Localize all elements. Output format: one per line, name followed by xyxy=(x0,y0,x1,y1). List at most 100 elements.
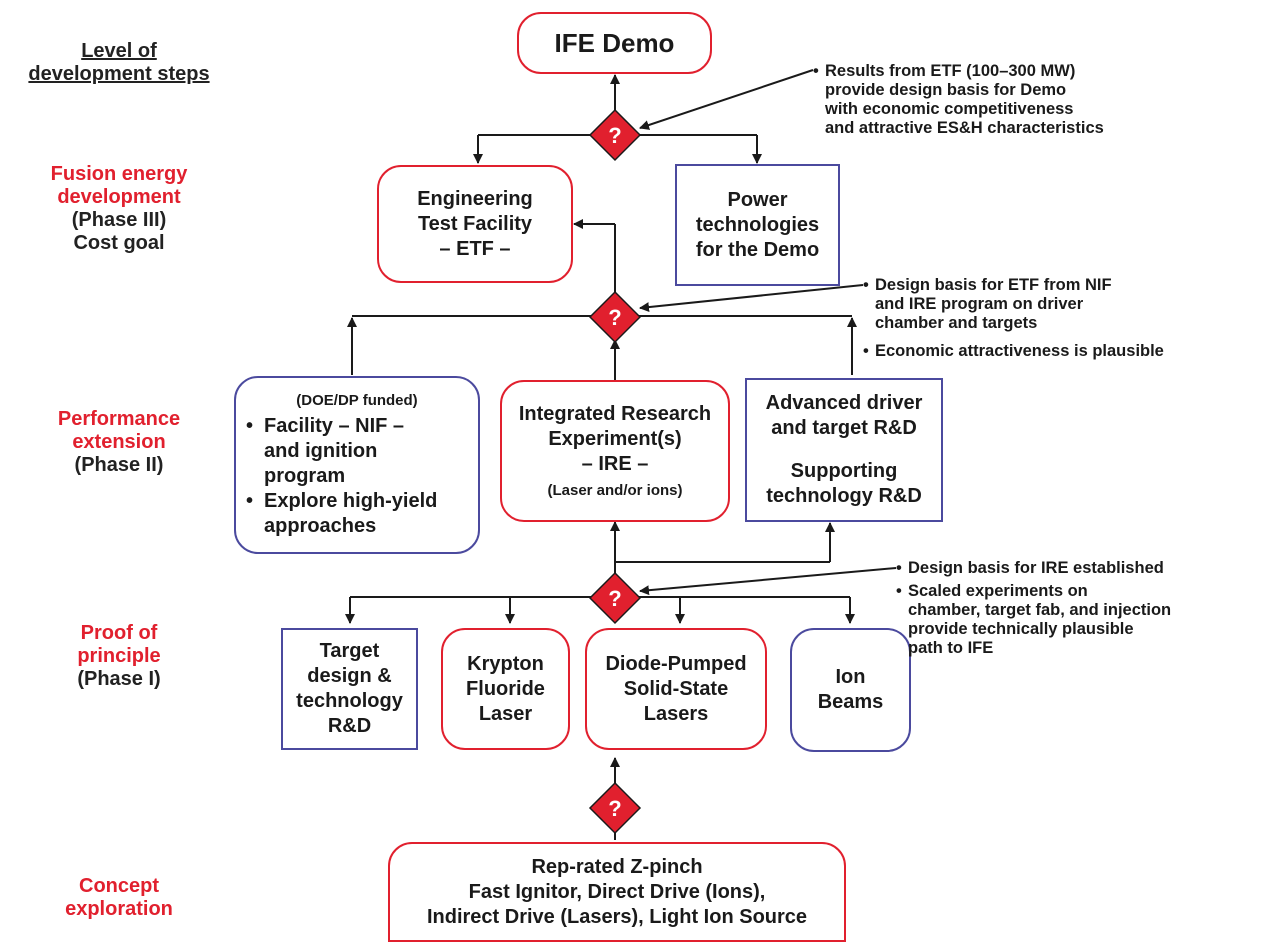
annotation-line: provide technically plausible xyxy=(908,620,1134,638)
annotation-item: • Economic attractiveness is plausible xyxy=(863,342,1263,361)
svg-text:?: ? xyxy=(608,123,621,148)
annotation-line: chamber and targets xyxy=(875,314,1038,332)
annotation-line: provide design basis for Demo xyxy=(825,81,1067,99)
ion-beams-box: Ion Beams xyxy=(790,628,911,752)
annotation-line: and attractive ES&H characteristics xyxy=(825,119,1104,137)
level-phase1-title: principle xyxy=(77,645,161,667)
annotation-line: with economic competitiveness xyxy=(825,100,1074,118)
annotation-line: Design basis for IRE established xyxy=(908,559,1164,577)
annotation-line: Scaled experiments on xyxy=(908,582,1088,600)
advanced-line: and target R&D xyxy=(771,417,917,439)
level-concept-title: exploration xyxy=(65,898,173,920)
ion-line: Ion xyxy=(835,666,866,688)
concept-line: Fast Ignitor, Direct Drive (Ions), xyxy=(468,880,766,903)
level-phase2-phase: (Phase II) xyxy=(74,454,164,476)
ire-box: Integrated Research Experiment(s) – IRE … xyxy=(500,380,730,522)
advanced-rd-box: Advanced driver and target R&D Supportin… xyxy=(745,378,943,522)
level-phase2-title: extension xyxy=(72,431,166,453)
concept-line: Rep-rated Z-pinch xyxy=(531,855,703,878)
ire-line: – IRE – xyxy=(581,453,649,475)
bullet-icon: • xyxy=(863,276,869,294)
ire-line: Experiment(s) xyxy=(548,428,682,450)
decision-diamond-ire: ? xyxy=(588,571,642,625)
annotation-item: • Scaled experiments on chamber, target … xyxy=(896,582,1266,658)
etf-line: – ETF – xyxy=(439,237,511,260)
ife-demo-label: IFE Demo xyxy=(554,27,675,58)
demo-annotation: • Results from ETF (100–300 MW) provide … xyxy=(813,62,1253,138)
svg-text:?: ? xyxy=(608,796,621,821)
target-line: technology xyxy=(296,690,403,712)
concept-exploration-box: Rep-rated Z-pinch Fast Ignitor, Direct D… xyxy=(388,842,846,942)
power-line: technologies xyxy=(695,213,820,236)
target-line: R&D xyxy=(327,715,372,737)
annotation-item: • Results from ETF (100–300 MW) provide … xyxy=(813,62,1253,138)
level-phase3: Fusion energy development (Phase III) Co… xyxy=(8,163,230,255)
annotation-line: Economic attractiveness is plausible xyxy=(875,342,1164,360)
etf-line: Engineering xyxy=(417,187,533,210)
annotation-item: • Design basis for ETF from NIF and IRE … xyxy=(863,276,1263,333)
svg-text:?: ? xyxy=(608,586,621,611)
level-phase3-goal: Cost goal xyxy=(73,232,165,254)
annotation-line: Design basis for ETF from NIF xyxy=(875,276,1112,294)
decision-diamond-etf: ? xyxy=(588,290,642,344)
level-phase1-title: Proof of xyxy=(80,622,158,644)
diode-line: Diode-Pumped xyxy=(605,652,747,675)
krypton-line: Krypton xyxy=(467,652,544,675)
bullet-icon: • xyxy=(246,415,254,437)
level-phase1: Proof of principle (Phase I) xyxy=(8,622,230,691)
level-phase2: Performance extension (Phase II) xyxy=(8,408,230,477)
annotation-line: and IRE program on driver xyxy=(875,295,1084,313)
level-concept-title: Concept xyxy=(79,875,159,897)
nif-list: • Facility – NIF – and ignition program … xyxy=(246,414,437,539)
ion-line: Beams xyxy=(817,691,884,713)
diode-pumped-box: Diode-Pumped Solid-State Lasers xyxy=(585,628,767,750)
nif-item: • Explore high-yield approaches xyxy=(246,489,437,539)
ife-demo-box: IFE Demo xyxy=(517,12,712,74)
levels-header-line: development steps xyxy=(28,63,210,85)
etf-box: Engineering Test Facility – ETF – xyxy=(377,165,573,283)
concept-line: Indirect Drive (Lasers), Light Ion Sourc… xyxy=(426,905,808,928)
level-phase3-phase: (Phase III) xyxy=(71,209,167,231)
bullet-icon: • xyxy=(246,490,254,512)
decision-diamond-concept: ? xyxy=(588,781,642,835)
ire-annotation: • Design basis for IRE established • Sca… xyxy=(896,559,1266,658)
decision-diamond-demo: ? xyxy=(588,108,642,162)
nif-item-line: approaches xyxy=(264,515,377,537)
power-line: for the Demo xyxy=(695,238,820,261)
nif-item-line: and ignition xyxy=(264,440,378,462)
advanced-line: Advanced driver xyxy=(765,392,923,414)
target-line: design & xyxy=(307,665,392,687)
nif-item: • Facility – NIF – and ignition program xyxy=(246,414,437,489)
annotation-item: • Design basis for IRE established xyxy=(896,559,1266,578)
etf-line: Test Facility xyxy=(417,212,533,235)
level-concept: Concept exploration xyxy=(8,875,230,921)
levels-header-line: Level of xyxy=(81,40,157,62)
krypton-line: Laser xyxy=(478,702,533,725)
etf-annotation: • Design basis for ETF from NIF and IRE … xyxy=(863,276,1263,361)
krypton-fluoride-box: Krypton Fluoride Laser xyxy=(441,628,570,750)
target-design-box: Target design & technology R&D xyxy=(281,628,418,750)
level-phase3-title: Fusion energy xyxy=(50,163,188,185)
diode-line: Lasers xyxy=(643,702,709,725)
krypton-line: Fluoride xyxy=(466,677,545,700)
supporting-line: Supporting xyxy=(790,460,898,482)
annotation-line: chamber, target fab, and injection xyxy=(908,601,1172,619)
bullet-icon: • xyxy=(896,582,902,600)
levels-header: Level of development steps xyxy=(8,40,230,86)
supporting-line: technology R&D xyxy=(766,485,922,507)
nif-item-line: Explore high-yield xyxy=(264,490,438,512)
nif-item-line: program xyxy=(264,465,346,487)
ire-subtitle: (Laser and/or ions) xyxy=(547,482,683,499)
annotation-line: Results from ETF (100–300 MW) xyxy=(825,62,1076,80)
diode-line: Solid-State xyxy=(623,677,729,700)
power-technologies-box: Power technologies for the Demo xyxy=(675,164,840,286)
svg-text:?: ? xyxy=(608,305,621,330)
bullet-icon: • xyxy=(896,559,902,577)
level-phase3-title: development xyxy=(57,186,181,208)
ire-line: Integrated Research xyxy=(518,403,712,425)
power-line: Power xyxy=(727,188,788,211)
nif-funding-note: (DOE/DP funded) xyxy=(296,392,418,409)
bullet-icon: • xyxy=(863,342,869,360)
target-line: Target xyxy=(319,640,380,662)
